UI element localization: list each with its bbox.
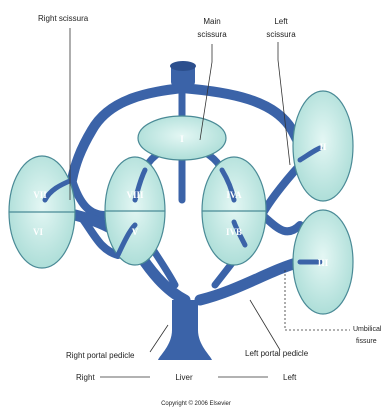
right-portal-pedicle-label: Right portal pedicle — [66, 351, 135, 360]
segment-label-viii: VIII — [126, 190, 144, 200]
portal-vein-tree — [45, 70, 308, 300]
umbilical-fissure-label-1: Umbilical — [353, 326, 382, 333]
vein-top-opening — [170, 61, 196, 71]
left-pedicle-leader — [250, 300, 280, 350]
portal-trunk — [158, 300, 212, 360]
left-scissura-label-2: scissura — [266, 30, 296, 39]
axis-right-label: Right — [76, 373, 95, 382]
umbilical-fissure-label-2: fissure — [356, 338, 377, 345]
inner-right-curve — [72, 180, 105, 215]
left-scissura-leader — [278, 42, 290, 165]
inner-left-curve — [262, 215, 300, 231]
segment-label-ii: II — [319, 142, 327, 152]
segment-label-v: V — [132, 227, 139, 237]
segment-label-vi: VI — [33, 227, 43, 237]
segment-label-ivb: IVB — [226, 227, 242, 237]
segment-label-iva: IVA — [226, 190, 242, 200]
segment-label-vii: VII — [33, 190, 47, 200]
main-scissura-label-1: Main — [203, 17, 220, 26]
segment-label-iii: III — [318, 258, 329, 268]
main-scissura-label-2: scissura — [197, 30, 227, 39]
right-pedicle-leader — [150, 325, 168, 352]
axis-left-label: Left — [283, 373, 297, 382]
axis-liver-label: Liver — [175, 373, 193, 382]
left-portal-pedicle-label: Left portal pedicle — [245, 349, 309, 358]
left-scissura-label-1: Left — [274, 17, 288, 26]
copyright-label: Copyright © 2006 Elsevier — [161, 400, 231, 407]
right-scissura-label: Right scissura — [38, 14, 89, 23]
segment-label-i: I — [180, 134, 184, 144]
